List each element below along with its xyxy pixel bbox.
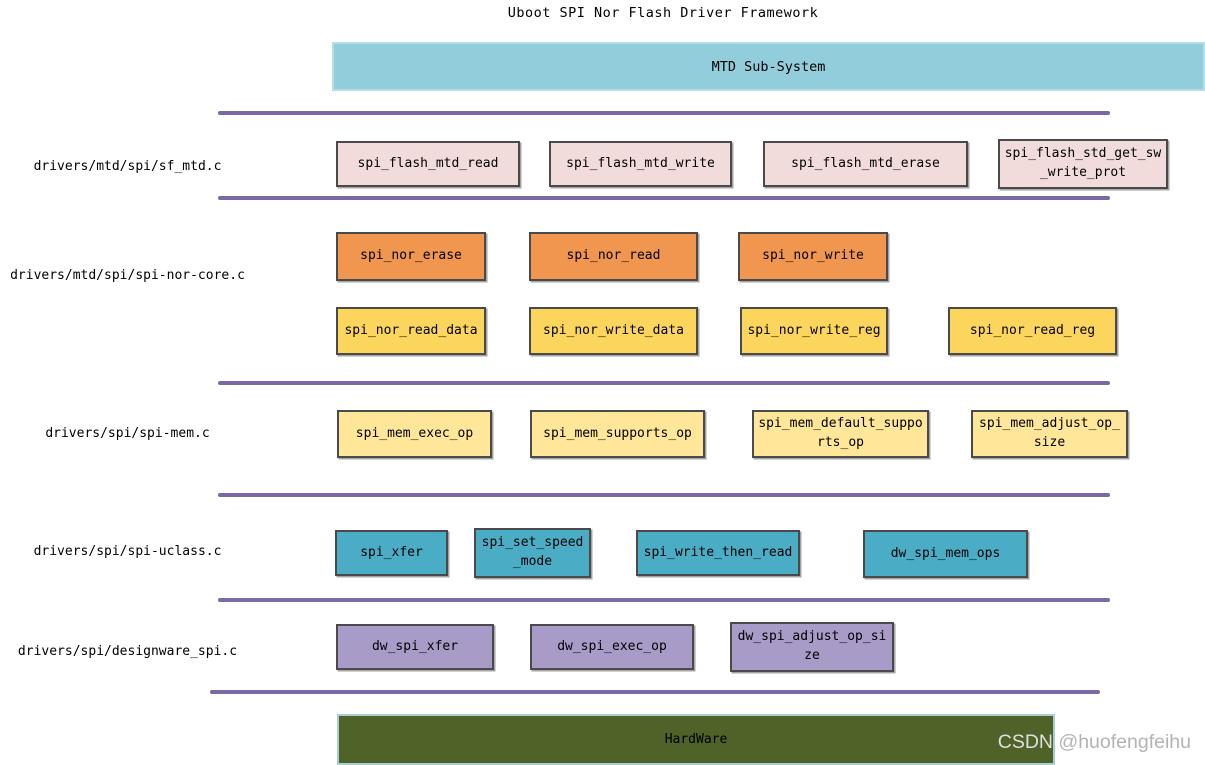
function-box-spi_mem_exec_op: spi_mem_exec_op <box>337 410 492 458</box>
function-box-spi_nor_read_data: spi_nor_read_data <box>336 307 486 355</box>
function-box-spi_nor_read: spi_nor_read <box>529 232 698 281</box>
layer-divider-4 <box>218 493 1110 497</box>
watermark-handle: @huofengfeihu <box>1058 731 1191 753</box>
function-box-spi_write_then_read: spi_write_then_read <box>636 530 800 576</box>
hardware-box: HardWare <box>337 714 1055 765</box>
file-label-3: drivers/spi/spi-mem.c <box>45 426 210 441</box>
function-box-spi_flash_std_get_sw_write_prot: spi_flash_std_get_sw_write_prot <box>998 139 1168 189</box>
function-box-spi_nor_erase: spi_nor_erase <box>336 232 486 281</box>
layer-divider-2 <box>218 196 1110 200</box>
layer-divider-1 <box>218 111 1110 115</box>
layer-divider-6 <box>210 690 1100 694</box>
function-box-dw_spi_xfer: dw_spi_xfer <box>336 624 494 670</box>
function-box-spi_nor_write: spi_nor_write <box>738 232 888 281</box>
hardware-label: HardWare <box>664 732 728 747</box>
page-title: Uboot SPI Nor Flash Driver Framework <box>507 5 819 21</box>
file-label-2: drivers/mtd/spi/spi-nor-core.c <box>10 268 245 283</box>
function-box-spi_flash_mtd_read: spi_flash_mtd_read <box>336 141 520 187</box>
mtd-subsystem-box: MTD Sub-System <box>332 42 1205 91</box>
mtd-subsystem-label: MTD Sub-System <box>711 58 826 75</box>
function-box-spi_flash_mtd_erase: spi_flash_mtd_erase <box>763 141 968 187</box>
function-box-spi_nor_read_reg: spi_nor_read_reg <box>948 307 1117 355</box>
file-label-1: drivers/mtd/spi/sf_mtd.c <box>33 159 222 174</box>
file-label-5: drivers/spi/designware_spi.c <box>17 644 238 659</box>
function-box-spi_set_speed_mode: spi_set_speed_mode <box>474 528 591 578</box>
function-box-dw_spi_adjust_op_size: dw_spi_adjust_op_size <box>730 622 894 672</box>
function-box-spi_nor_write_reg: spi_nor_write_reg <box>740 307 888 355</box>
watermark: CSDN @huofengfeihu <box>998 731 1191 754</box>
function-box-spi_mem_supports_op: spi_mem_supports_op <box>530 410 705 458</box>
function-box-spi_flash_mtd_write: spi_flash_mtd_write <box>549 141 732 187</box>
layer-divider-5 <box>218 598 1110 602</box>
layer-divider-3 <box>218 381 1110 385</box>
function-box-dw_spi_mem_ops: dw_spi_mem_ops <box>863 530 1028 578</box>
function-box-spi_xfer: spi_xfer <box>335 530 448 576</box>
watermark-brand: CSDN <box>997 731 1053 753</box>
function-box-spi_mem_default_supports_op: spi_mem_default_supports_op <box>752 410 929 458</box>
function-box-spi_mem_adjust_op_size: spi_mem_adjust_op_size <box>971 410 1128 458</box>
function-box-dw_spi_exec_op: dw_spi_exec_op <box>530 624 694 670</box>
function-box-spi_nor_write_data: spi_nor_write_data <box>529 307 698 355</box>
file-label-4: drivers/spi/spi-uclass.c <box>33 544 222 559</box>
